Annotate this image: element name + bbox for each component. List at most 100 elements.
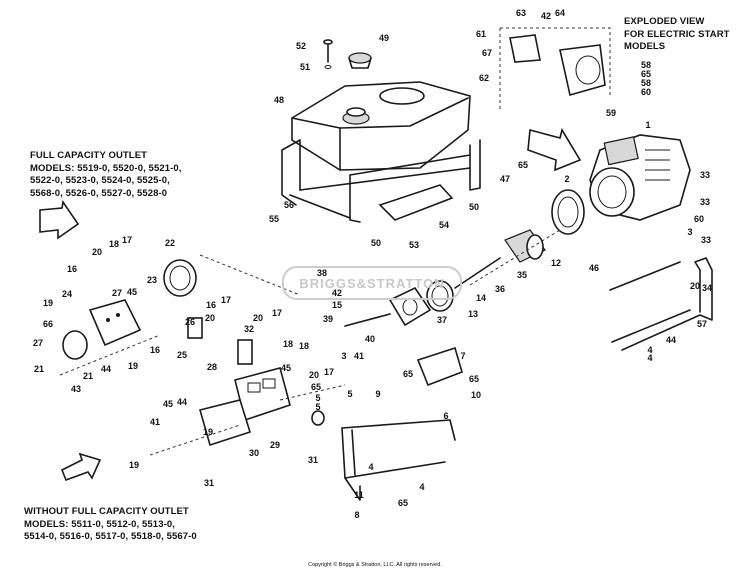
part-callout: 32 (243, 324, 255, 334)
part-callout: 7 (460, 351, 466, 361)
part-callout: 24 (61, 289, 73, 299)
part-callout: 52 (295, 41, 307, 51)
part-callout: 3 (341, 351, 347, 361)
part-callout: 34 (701, 283, 713, 293)
part-callout: 42 (540, 11, 552, 21)
part-callout: 29 (269, 440, 281, 450)
caption-line: EXPLODED VIEW (624, 16, 705, 27)
receptacle-plate-drawing (88, 299, 142, 347)
part-callout: 19 (127, 361, 139, 371)
part-callout: 22 (164, 238, 176, 248)
part-callout: 4 (647, 353, 653, 363)
part-callout: 33 (699, 170, 711, 180)
part-callout: 13 (467, 309, 479, 319)
part-callout: 18 (108, 239, 120, 249)
arrow-full-capacity (39, 199, 80, 240)
mounting-bracket-drawing (416, 346, 463, 387)
part-callout: 61 (475, 29, 487, 39)
part-callout: 15 (331, 300, 343, 310)
lower-frame-drawing (341, 419, 456, 501)
part-callout: 5 (347, 389, 353, 399)
part-callout: 18 (298, 341, 310, 351)
part-callout: 17 (121, 235, 133, 245)
part-callout: 37 (436, 315, 448, 325)
part-callout: 55 (268, 214, 280, 224)
part-callout: 31 (307, 455, 319, 465)
part-callout: 5 (315, 393, 321, 403)
arrow-without-full-capacity (60, 452, 102, 482)
part-callout: 14 (475, 293, 487, 303)
part-callout: 59 (605, 108, 617, 118)
part-callout: 33 (699, 197, 711, 207)
part-callout: 19 (42, 298, 54, 308)
caption-without-full-capacity: WITHOUT FULL CAPACITY OUTLET MODELS: 551… (24, 506, 197, 544)
part-callout: 4 (419, 482, 425, 492)
part-callout: 20 (308, 370, 320, 380)
part-callout: 45 (126, 287, 138, 297)
part-callout: 47 (499, 174, 511, 184)
caption-line: 5568-0, 5526-0, 5527-0, 5528-0 (30, 187, 168, 199)
part-callout: 16 (66, 264, 78, 274)
arrow-electric-start (527, 127, 582, 172)
part-callout: 50 (468, 202, 480, 212)
frame-drawing (281, 139, 481, 223)
part-callout: 45 (280, 363, 292, 373)
part-callout: 38 (316, 268, 328, 278)
caption-full-capacity: FULL CAPACITY OUTLET MODELS: 5519-0, 552… (30, 150, 181, 200)
part-callout: 41 (353, 351, 365, 361)
part-callout: 43 (70, 384, 82, 394)
part-callout: 65 (468, 374, 480, 384)
part-callout: 44 (176, 397, 188, 407)
generator-ring-drawing (551, 189, 585, 235)
assembly-line-3 (149, 424, 241, 456)
part-callout: 42 (331, 288, 343, 298)
part-callout: 19 (202, 427, 214, 437)
engine-drawing (589, 134, 691, 221)
copyright-notice: Copyright © Briggs & Stratton, LLC. All … (308, 562, 442, 568)
part-callout: 49 (378, 33, 390, 43)
bolt-39-drawing (344, 313, 391, 327)
part-callout: 18 (282, 339, 294, 349)
part-callout: 33 (700, 235, 712, 245)
assembly-line-4 (279, 384, 346, 401)
part-callout: 60 (693, 214, 705, 224)
through-bolt-drawing (454, 257, 501, 289)
part-callout: 4 (647, 345, 653, 355)
part-callout: 23 (146, 275, 158, 285)
part-callout: 58 (640, 78, 652, 88)
grommet-31-drawing (311, 410, 325, 426)
breaker-drawing (187, 317, 253, 365)
part-callout: 20 (204, 313, 216, 323)
part-callout: 30 (248, 448, 260, 458)
electric-start-inset-drawing (499, 27, 611, 110)
part-callout: 48 (273, 95, 285, 105)
caption-line: WITHOUT FULL CAPACITY OUTLET (24, 506, 189, 517)
part-callout: 58 (640, 60, 652, 70)
part-callout: 44 (100, 364, 112, 374)
outlet-housing-drawing (163, 259, 197, 297)
part-callout: 40 (364, 334, 376, 344)
part-callout: 65 (517, 160, 529, 170)
part-callout: 45 (162, 399, 174, 409)
part-callout: 27 (111, 288, 123, 298)
part-callout: 20 (689, 281, 701, 291)
part-callout: 27 (32, 338, 44, 348)
bolt-drawing (323, 39, 333, 69)
part-callout: 46 (588, 263, 600, 273)
part-callout: 35 (516, 270, 528, 280)
part-callout: 6 (443, 411, 449, 421)
part-callout: 57 (696, 319, 708, 329)
caption-line: MODELS: 5511-0, 5512-0, 5513-0, (24, 518, 175, 530)
part-callout: 65 (640, 69, 652, 79)
part-callout: 17 (323, 367, 335, 377)
part-callout: 3 (687, 227, 693, 237)
part-callout: 31 (203, 478, 215, 488)
part-callout: 60 (640, 87, 652, 97)
caption-line: MODELS: 5519-0, 5520-0, 5521-0, (30, 162, 182, 174)
part-callout: 51 (299, 62, 311, 72)
caption-line: FULL CAPACITY OUTLET (30, 150, 148, 161)
part-callout: 54 (438, 220, 450, 230)
caption-exploded-view: EXPLODED VIEW FOR ELECTRIC START MODELS (624, 16, 730, 54)
